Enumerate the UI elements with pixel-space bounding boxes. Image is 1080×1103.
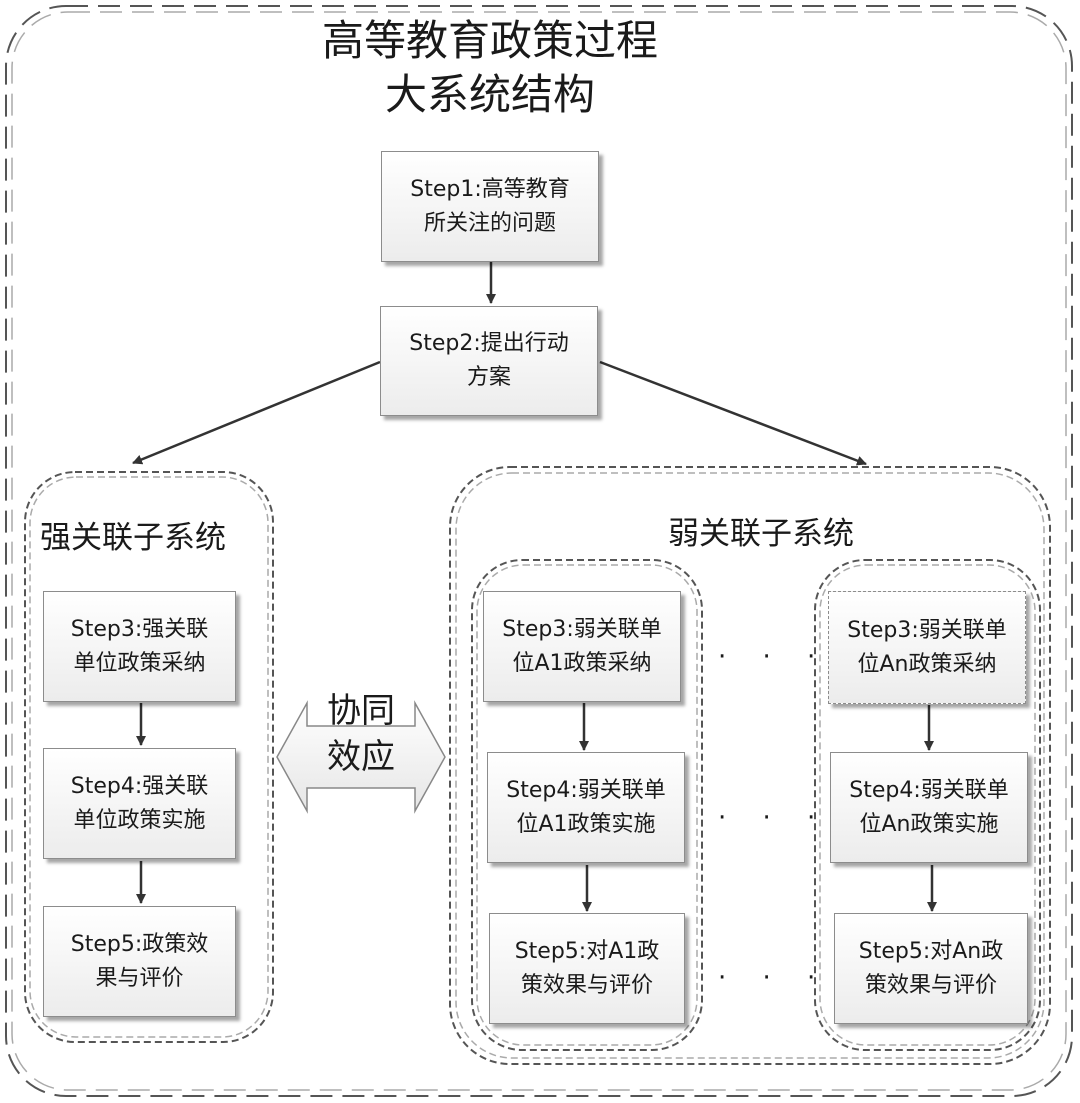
weak-a1-step3-line-1: Step3:弱关联单 xyxy=(502,616,662,642)
step1-box: Step1:高等教育 所关注的问题 xyxy=(381,151,599,262)
weak-an-step5-line-1: Step5:对An政 xyxy=(858,938,1004,964)
ellipsis-step5: · · · xyxy=(718,963,830,993)
diagram-title: 高等教育政策过程 大系统结构 xyxy=(270,14,710,122)
ellipsis-step3: · · · xyxy=(718,642,830,672)
strong-step3-box: Step3:强关联 单位政策采纳 xyxy=(43,591,236,702)
strong-step5-line-1: Step5:政策效 xyxy=(70,931,209,957)
title-line-1: 高等教育政策过程 xyxy=(321,16,658,65)
strong-step3-line-1: Step3:强关联 xyxy=(70,616,209,642)
weak-an-step4-line-2: 位An政策实施 xyxy=(859,811,999,837)
step2-box: Step2:提出行动 方案 xyxy=(380,306,598,416)
synergy-line-2: 效应 xyxy=(327,737,395,777)
step1-line-1: Step1:高等教育 xyxy=(410,176,570,202)
weak-an-step4-box: Step4:弱关联单 位An政策实施 xyxy=(830,752,1028,863)
strong-step4-line-2: 单位政策实施 xyxy=(73,807,206,833)
weak-a1-step5-box: Step5:对A1政 策效果与评价 xyxy=(489,913,685,1024)
step2-line-2: 方案 xyxy=(466,365,511,390)
weak-an-step5-box: Step5:对An政 策效果与评价 xyxy=(834,913,1028,1024)
weak-a1-step4-box: Step4:弱关联单 位A1政策实施 xyxy=(487,752,685,863)
synergy-line-1: 协同 xyxy=(327,691,395,731)
weak-an-step3-line-1: Step3:弱关联单 xyxy=(847,617,1007,643)
strong-step4-line-1: Step4:强关联 xyxy=(70,773,209,799)
weak-unit-an-frame xyxy=(814,559,1041,1051)
ellipsis-step4: · · · xyxy=(718,803,830,833)
step1-line-2: 所关注的问题 xyxy=(423,210,556,236)
synergy-double-arrow xyxy=(276,700,446,814)
outer-system-frame xyxy=(5,5,1073,1097)
weak-a1-step3-box: Step3:弱关联单 位A1政策采纳 xyxy=(483,591,681,702)
weak-an-step5-line-2: 策效果与评价 xyxy=(864,972,997,998)
step2-line-1: Step2:提出行动 xyxy=(409,331,569,356)
weak-a1-step4-line-1: Step4:弱关联单 xyxy=(506,777,666,803)
title-line-2: 大系统结构 xyxy=(384,70,595,119)
weak-an-step3-box: Step3:弱关联单 位An政策采纳 xyxy=(828,591,1026,704)
strong-step4-box: Step4:强关联 单位政策实施 xyxy=(43,748,236,859)
weak-a1-step5-line-1: Step5:对A1政 xyxy=(514,938,660,964)
weak-an-step4-line-1: Step4:弱关联单 xyxy=(849,777,1009,803)
strong-subsystem-title: 强关联子系统 xyxy=(40,520,226,556)
arrow-step2-weak xyxy=(599,360,867,466)
outer-system-frame-inner xyxy=(11,11,1067,1091)
strong-step5-box: Step5:政策效 果与评价 xyxy=(43,906,236,1017)
weak-a1-step4-line-2: 位A1政策实施 xyxy=(516,811,656,837)
arrow-step2-strong xyxy=(132,360,381,465)
weak-a1-step3-line-2: 位A1政策采纳 xyxy=(512,650,652,676)
weak-a1-step5-line-2: 策效果与评价 xyxy=(520,972,653,998)
strong-step3-line-2: 单位政策采纳 xyxy=(73,650,206,676)
weak-unit-a1-frame xyxy=(471,559,703,1051)
strong-subsystem-frame xyxy=(24,471,274,1043)
strong-step5-line-2: 果与评价 xyxy=(95,965,184,991)
weak-an-step3-line-2: 位An政策采纳 xyxy=(857,651,997,677)
weak-subsystem-title: 弱关联子系统 xyxy=(668,516,854,552)
synergy-label: 协同 效应 xyxy=(316,688,406,780)
